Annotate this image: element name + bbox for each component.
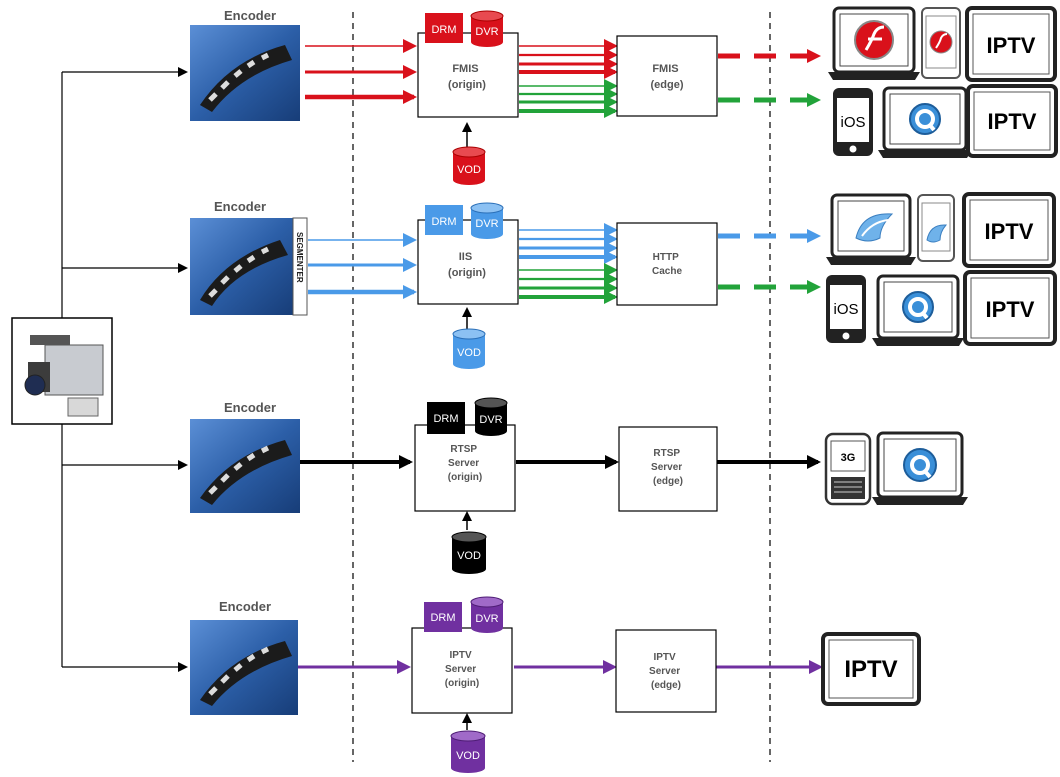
svg-text:DVR: DVR <box>475 613 498 625</box>
film-reel-icon <box>200 641 292 706</box>
fmis-edge-box: FMIS (edge) <box>616 35 718 117</box>
row-2-flows <box>308 223 821 332</box>
svg-text:IPTV Server (edge): IPTV Server (edge) <box>649 652 683 691</box>
svg-text:Encoder: Encoder <box>224 8 276 23</box>
flash-icon <box>929 30 953 54</box>
laptop-flash-device <box>828 6 920 80</box>
dvr-cylinder-icon: DVR <box>470 202 504 239</box>
encoder-1: Encoder <box>190 8 300 121</box>
phone-silverlight-device <box>917 194 955 262</box>
encoder-4: Encoder <box>190 599 298 715</box>
svg-text:FMIS (edge): FMIS (edge) <box>651 63 684 91</box>
flash-icon <box>854 20 894 60</box>
row-4-flows <box>298 660 823 730</box>
dvr-cylinder-icon: DVR <box>474 397 508 436</box>
segmenter-label: SEGMENTER <box>295 232 304 283</box>
phone-flash-device <box>921 7 961 79</box>
http-cache-box: HTTP Cache <box>616 222 718 306</box>
laptop-quicktime-device <box>878 86 972 158</box>
iptv-tv-icon: IPTV <box>963 270 1057 346</box>
iptv-tv-icon: IPTV <box>962 192 1056 268</box>
svg-text:DRM: DRM <box>433 413 458 425</box>
svg-text:VOD: VOD <box>456 750 480 762</box>
svg-text:DRM: DRM <box>431 24 456 36</box>
vod-cylinder-icon: VOD <box>452 146 486 185</box>
svg-text:Encoder: Encoder <box>214 199 266 214</box>
svg-text:DRM: DRM <box>431 216 456 228</box>
svg-text:iOS: iOS <box>833 301 858 318</box>
film-reel-icon <box>200 440 292 505</box>
svg-text:iOS: iOS <box>840 114 865 131</box>
film-reel-icon <box>200 45 292 112</box>
svg-text:VOD: VOD <box>457 164 481 176</box>
svg-text:Encoder: Encoder <box>224 400 276 415</box>
quicktime-icon <box>909 103 941 135</box>
iptv-origin-box: IPTV Server (origin) <box>411 627 513 714</box>
svg-text:VOD: VOD <box>457 550 481 562</box>
vod-cylinder-icon: VOD <box>451 531 487 574</box>
svg-text:IPTV: IPTV <box>988 109 1037 134</box>
row-3-flows <box>300 455 821 530</box>
svg-text:DVR: DVR <box>475 218 498 230</box>
silverlight-icon <box>855 213 894 242</box>
rtsp-origin-box: RTSP Server (origin) <box>414 424 516 512</box>
quicktime-icon <box>902 291 934 323</box>
svg-text:DRM: DRM <box>430 612 455 624</box>
svg-text:DVR: DVR <box>479 414 502 426</box>
svg-text:DVR: DVR <box>475 26 498 38</box>
iptv-tv-icon: IPTV <box>821 632 921 706</box>
svg-text:FMIS (origin): FMIS (origin) <box>448 63 486 91</box>
drm-badge: DRM <box>425 205 463 235</box>
source-feed-lines <box>61 67 188 672</box>
svg-text:IPTV: IPTV <box>986 297 1035 322</box>
drm-badge: DRM <box>424 602 462 632</box>
iptv-edge-box: IPTV Server (edge) <box>615 629 717 713</box>
laptop-quicktime-device <box>872 431 968 505</box>
laptop-quicktime-device <box>872 274 964 346</box>
rtsp-edge-box: RTSP Server (edge) <box>618 426 718 512</box>
encoder-2: Encoder SEGMENTER <box>190 199 308 316</box>
svg-text:IPTV Server (origi: IPTV Server (origin) <box>445 650 479 689</box>
blackberry-icon: 3G <box>824 432 872 506</box>
svg-text:VOD: VOD <box>457 347 481 359</box>
svg-text:RTSP Server (edge): RTSP Server (edge) <box>651 448 685 487</box>
vod-cylinder-icon: VOD <box>452 328 486 369</box>
laptop-silverlight-device <box>826 193 916 265</box>
encoder-3: Encoder <box>190 400 300 513</box>
svg-text:IIS (origin): IIS (origin) <box>448 251 486 279</box>
vod-cylinder-icon: VOD <box>450 730 486 773</box>
camera-icon <box>11 317 113 425</box>
svg-text:IPTV: IPTV <box>844 656 897 683</box>
svg-text:HTTP Cache: HTTP Cache <box>652 252 682 277</box>
iptv-tv-icon: IPTV <box>965 6 1057 82</box>
fmis-origin-box: FMIS (origin) <box>417 32 519 118</box>
iptv-tv-icon: IPTV <box>966 84 1058 158</box>
svg-text:Encoder: Encoder <box>219 599 271 614</box>
quicktime-icon <box>903 448 937 482</box>
svg-text:IPTV: IPTV <box>987 33 1036 58</box>
drm-badge: DRM <box>425 13 463 43</box>
svg-text:IPTV: IPTV <box>985 219 1034 244</box>
row-1-flows <box>305 39 821 150</box>
dvr-cylinder-icon: DVR <box>470 10 504 47</box>
dvr-cylinder-icon: DVR <box>470 596 504 633</box>
ios-phone-icon: iOS <box>833 88 873 156</box>
svg-text:RTSP Server (origi: RTSP Server (origin) <box>448 444 482 483</box>
silverlight-icon <box>926 224 948 243</box>
svg-text:3G: 3G <box>841 452 856 464</box>
ios-phone-icon: iOS <box>826 275 866 343</box>
film-reel-icon <box>200 240 288 306</box>
drm-badge: DRM <box>427 402 465 434</box>
